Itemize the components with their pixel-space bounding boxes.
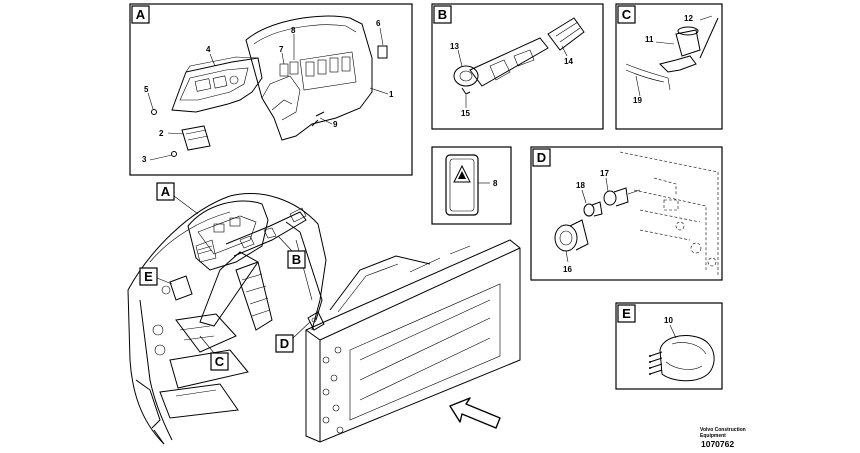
label-c-19: 19 xyxy=(633,96,642,105)
svg-text:A: A xyxy=(161,184,171,199)
panel-c: C 12 11 19 xyxy=(615,3,723,130)
sensor-drawing xyxy=(625,17,719,91)
label-a-4: 4 xyxy=(206,45,211,54)
panel-a: A xyxy=(129,3,413,176)
panel-e: E 10 xyxy=(615,302,723,390)
document-id: 1070762 xyxy=(701,439,734,449)
panel-rocker-switch: 8 xyxy=(431,146,512,225)
label-a-6: 6 xyxy=(376,19,381,28)
cab-assembly-drawing xyxy=(127,193,521,445)
connector-2 xyxy=(181,125,211,151)
svg-text:D: D xyxy=(280,336,289,351)
panel-d-tag: D xyxy=(537,150,546,165)
callout-c: C xyxy=(199,335,229,371)
callout-a: A xyxy=(156,182,199,215)
label-d-17: 17 xyxy=(600,169,609,178)
screw-5 xyxy=(151,109,157,115)
screw-9 xyxy=(311,111,325,127)
label-b-13: 13 xyxy=(450,42,459,51)
panel-b-tag: B xyxy=(438,7,447,22)
callout-b: B xyxy=(277,235,306,269)
svg-text:B: B xyxy=(292,252,301,267)
screw-3 xyxy=(171,151,177,157)
label-d-18: 18 xyxy=(576,181,585,190)
label-e-10: 10 xyxy=(664,316,673,325)
callout-e: E xyxy=(139,267,173,286)
label-d-16: 16 xyxy=(563,265,572,274)
callout-d: D xyxy=(275,321,311,353)
label-a-2: 2 xyxy=(159,129,164,138)
panel-d-background-frame xyxy=(619,151,719,276)
label-a-8: 8 xyxy=(291,26,296,35)
footer-line2: Equipment xyxy=(700,433,726,439)
footer-line1: Volvo Construction xyxy=(700,427,746,433)
panel-d: D 18 17 16 xyxy=(530,146,723,281)
svg-text:C: C xyxy=(215,354,225,369)
label-a-3: 3 xyxy=(142,155,147,164)
label-b-14: 14 xyxy=(564,57,573,66)
panel-a-tag: A xyxy=(136,7,146,22)
label-a-5: 5 xyxy=(144,85,149,94)
socket-drawing xyxy=(554,187,641,252)
label-a-9: 9 xyxy=(333,120,338,129)
steering-lever-drawing xyxy=(453,17,585,95)
switch-6 xyxy=(377,45,388,59)
label-a-1: 1 xyxy=(389,90,394,99)
instrument-cluster-drawing xyxy=(171,56,263,113)
dashboard-hood-drawing xyxy=(245,15,373,141)
label-rocker-8: 8 xyxy=(493,179,498,188)
label-a-7: 7 xyxy=(279,45,284,54)
panel-c-tag: C xyxy=(622,7,632,22)
footer: Volvo Construction Equipment 1070762 xyxy=(700,427,746,449)
label-c-11: 11 xyxy=(645,35,654,44)
buzzer-drawing xyxy=(649,335,715,382)
label-c-12: 12 xyxy=(684,14,693,23)
panel-e-tag: E xyxy=(622,306,631,321)
svg-text:E: E xyxy=(144,269,153,284)
direction-arrow xyxy=(449,397,501,429)
panel-b: B 13 14 15 xyxy=(431,3,604,130)
label-b-15: 15 xyxy=(461,109,470,118)
